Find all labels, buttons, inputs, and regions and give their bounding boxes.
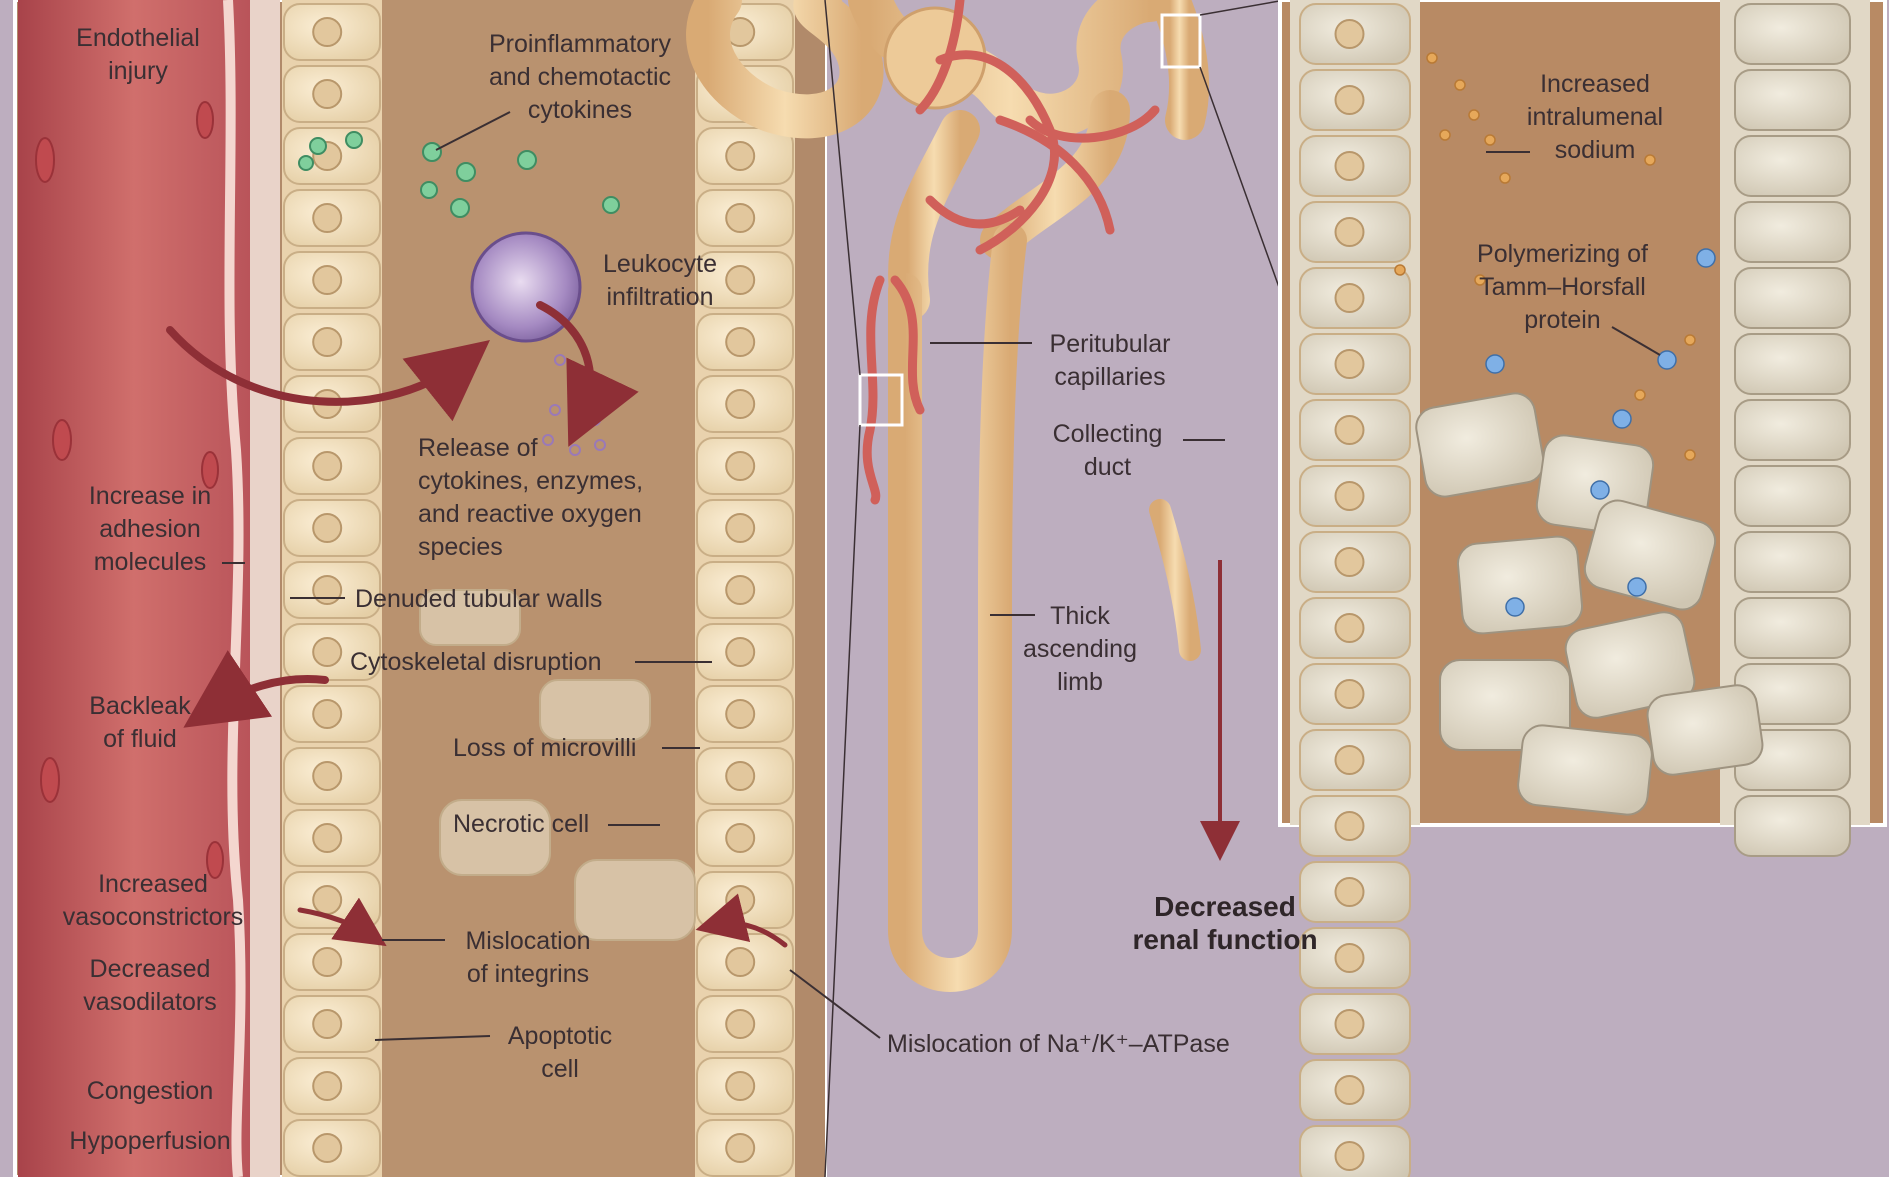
cell-nucleus xyxy=(1336,152,1364,180)
label-mislocation-integrins: Mislocation of integrins xyxy=(443,925,613,991)
cell-nucleus xyxy=(726,328,754,356)
epithelial-cell xyxy=(1735,532,1850,592)
cell-nucleus xyxy=(313,204,341,232)
label-vasodilators: Decreased vasodilators xyxy=(60,953,240,1019)
cell-nucleus xyxy=(1336,944,1364,972)
right-panel xyxy=(1280,0,1885,1177)
cell-nucleus xyxy=(1336,878,1364,906)
label-mislocation-atpase: Mislocation of Na⁺/K⁺–ATPase xyxy=(887,1028,1287,1061)
cell-nucleus xyxy=(1336,86,1364,114)
cell-nucleus xyxy=(726,886,754,914)
cell-nucleus xyxy=(726,142,754,170)
cell-nucleus xyxy=(313,576,341,604)
cell-nucleus xyxy=(313,948,341,976)
epithelial-cell xyxy=(1735,598,1850,658)
cell-nucleus xyxy=(313,328,341,356)
cell-nucleus xyxy=(726,948,754,976)
cell-nucleus xyxy=(726,638,754,666)
label-intralumenal-sodium: Increased intralumenal sodium xyxy=(1505,68,1685,167)
cell-nucleus xyxy=(1336,1010,1364,1038)
cell-nucleus xyxy=(1336,812,1364,840)
cell-nucleus xyxy=(1336,482,1364,510)
label-adhesion-molecules: Increase in adhesion molecules xyxy=(70,480,230,579)
cell-nucleus xyxy=(1336,218,1364,246)
cell-nucleus xyxy=(726,700,754,728)
cell-nucleus xyxy=(313,638,341,666)
cell-nucleus xyxy=(1336,284,1364,312)
label-endothelial-injury: Endothelial injury xyxy=(58,22,218,88)
cell-nucleus xyxy=(313,1134,341,1162)
label-decreased-renal-function: Decreased renal function xyxy=(1115,890,1335,956)
label-vasoconstrictors: Increased vasoconstrictors xyxy=(48,868,258,934)
cell-nucleus xyxy=(313,886,341,914)
cell-nucleus xyxy=(1336,350,1364,378)
cell-nucleus xyxy=(313,700,341,728)
cell-nucleus xyxy=(313,266,341,294)
cell-nucleus xyxy=(726,514,754,542)
label-collecting-duct: Collecting duct xyxy=(1030,418,1185,484)
label-tamm-horsfall: Polymerizing of Tamm–Horsfall protein xyxy=(1455,238,1670,337)
cell-nucleus xyxy=(313,452,341,480)
epithelial-cell xyxy=(1735,136,1850,196)
label-proinflammatory-cytokines: Proinflammatory and chemotactic cytokine… xyxy=(455,28,705,127)
label-leukocyte-infiltration: Leukocyte infiltration xyxy=(585,248,735,314)
cell-nucleus xyxy=(313,18,341,46)
cell-nucleus xyxy=(726,576,754,604)
label-loss-microvilli: Loss of microvilli xyxy=(453,732,673,765)
cell-nucleus xyxy=(726,824,754,852)
epithelial-cell xyxy=(1735,400,1850,460)
cell-nucleus xyxy=(313,1010,341,1038)
cell-nucleus xyxy=(726,1010,754,1038)
cell-nucleus xyxy=(1336,746,1364,774)
cell-nucleus xyxy=(313,1072,341,1100)
cell-nucleus xyxy=(1336,1076,1364,1104)
epithelial-cell xyxy=(1735,268,1850,328)
epithelial-cell xyxy=(1735,466,1850,526)
cell-nucleus xyxy=(313,824,341,852)
label-necrotic-cell: Necrotic cell xyxy=(453,808,613,841)
cell-nucleus xyxy=(1336,680,1364,708)
label-backleak: Backleak of fluid xyxy=(70,690,210,756)
cell-nucleus xyxy=(1336,614,1364,642)
cell-nucleus xyxy=(313,762,341,790)
label-denuded-walls: Denuded tubular walls xyxy=(355,583,655,616)
label-cytoskeletal-disruption: Cytoskeletal disruption xyxy=(350,646,650,679)
label-apoptotic-cell: Apoptotic cell xyxy=(485,1020,635,1086)
cell-nucleus xyxy=(726,452,754,480)
cell-nucleus xyxy=(726,204,754,232)
label-thick-ascending-limb: Thick ascending limb xyxy=(1010,600,1150,699)
cell-nucleus xyxy=(1336,548,1364,576)
cell-nucleus xyxy=(726,762,754,790)
cell-nucleus xyxy=(1336,1142,1364,1170)
epithelial-cell xyxy=(1735,334,1850,394)
epithelial-cell xyxy=(1735,4,1850,64)
label-release-cytokines: Release of cytokines, enzymes, and react… xyxy=(418,432,678,564)
cell-nucleus xyxy=(726,390,754,418)
cell-nucleus xyxy=(313,80,341,108)
label-hypoperfusion: Hypoperfusion xyxy=(55,1125,245,1158)
epithelial-cell xyxy=(1735,202,1850,262)
cell-nucleus xyxy=(1336,20,1364,48)
epithelial-cell xyxy=(1735,70,1850,130)
cell-nucleus xyxy=(1336,416,1364,444)
cell-nucleus xyxy=(313,514,341,542)
epithelial-cell xyxy=(1735,796,1850,856)
cell-nucleus xyxy=(726,1134,754,1162)
label-congestion: Congestion xyxy=(65,1075,235,1108)
label-peritubular-capillaries: Peritubular capillaries xyxy=(1030,328,1190,394)
cell-nucleus xyxy=(726,1072,754,1100)
